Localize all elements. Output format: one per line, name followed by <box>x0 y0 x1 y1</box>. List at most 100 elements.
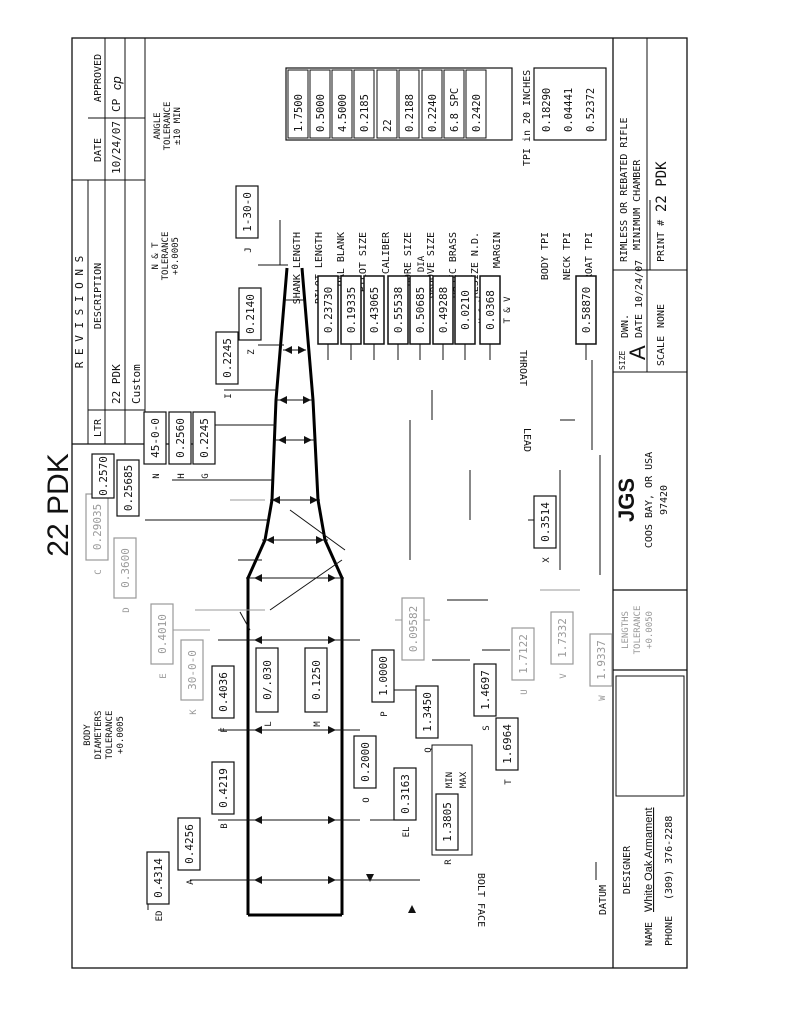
neck-value: 0.23730 <box>322 287 335 333</box>
length-value: 1.3450 <box>421 692 434 732</box>
length-value: 1.0000 <box>377 656 390 696</box>
spec-label: RESIZE N.D. <box>470 232 481 298</box>
spec-label: MARGIN <box>492 232 503 268</box>
diameter-value: 30-0-0 <box>186 650 199 690</box>
length-value: 1.4697 <box>479 670 492 710</box>
diameter-value-box <box>150 603 174 665</box>
spec-value-box <box>443 69 465 139</box>
diameter-value: 0.4219 <box>217 768 230 808</box>
chamber-desc-line2: MINIMUM CHAMBER <box>632 159 643 250</box>
diameter-letter: J <box>244 247 254 252</box>
spec-value-box <box>309 69 331 139</box>
diameter-callout: 45-0-0N <box>143 411 167 479</box>
spec-label: GROOVE SIZE <box>426 232 437 298</box>
body-tol-line3: TOLERANCE <box>105 711 115 760</box>
length-value-box <box>435 793 459 851</box>
dwn-label: DWN. <box>620 314 631 338</box>
neck-callout: 0.23730 <box>317 275 339 360</box>
length-value: 1.3805 <box>441 802 454 842</box>
length-letter: P <box>380 711 390 717</box>
diameter-value-box <box>113 537 137 599</box>
nt-tolerance-note: N & T TOLERANCE +0.0005 <box>151 232 181 281</box>
body-tol-line1: BODY <box>83 724 93 746</box>
spec-label: BORE SIZE <box>403 232 414 286</box>
spec-label: SHANK LENGTH <box>292 232 303 304</box>
diameter-letter: I <box>224 393 234 398</box>
revisions-block: R E V I S I O N S LTR DESCRIPTION DATE A… <box>72 38 200 445</box>
approved-initials-signature: cp <box>109 76 124 90</box>
diameter-value-box <box>168 411 192 465</box>
diameter-value: 1-30-0 <box>241 192 254 232</box>
diameter-value-box <box>211 665 235 719</box>
diameter-letter: H <box>177 473 187 478</box>
spec-value: 22 <box>382 119 394 132</box>
diameter-letter: ED <box>155 911 165 922</box>
dimension-arrowheads <box>254 346 416 913</box>
tpi-value: 0.04441 <box>563 88 575 132</box>
neck-value: 0.43065 <box>368 287 381 333</box>
diameter-letter: C <box>94 569 104 574</box>
neck-value: 0.0210 <box>459 290 472 330</box>
angle-tol-line3: ±10 MIN <box>173 107 183 145</box>
diameter-value-box <box>235 185 259 239</box>
length-value-box <box>550 611 574 665</box>
diameter-value: 0.2245 <box>221 338 234 378</box>
designer-name-label: NAME <box>644 922 655 946</box>
rev-row1-approved: CP <box>110 98 123 112</box>
spec-label: PILOT LENGTH <box>314 232 325 304</box>
print-value: 22 PDK <box>654 161 670 212</box>
dimension-callouts: 0.4314ED0.4256A0.4219B0.4036F0.4010E0.36… <box>85 185 613 922</box>
length-letter: X <box>542 557 552 563</box>
length-letter: T <box>504 779 514 785</box>
diameter-value: 0.1250 <box>310 660 323 700</box>
throat-label: THROAT <box>517 350 528 386</box>
diameter-letter: E <box>159 673 169 678</box>
rev-row2-desc: Custom <box>130 364 143 404</box>
diameter-value-box <box>177 817 201 871</box>
date-label: DATE <box>634 314 645 338</box>
diameter-letter: D <box>122 607 132 612</box>
diameter-value: 0.4314 <box>152 858 165 898</box>
diameter-value: 0.4036 <box>217 672 230 712</box>
dimension-leaders <box>145 220 601 910</box>
diameter-letter: F <box>220 727 230 732</box>
spec-value-box <box>398 69 420 139</box>
lengths-tol-line1: LENGTHS <box>621 611 631 649</box>
tpi-value: 0.18290 <box>541 88 553 132</box>
tpi-label: THROAT TPI <box>584 232 595 292</box>
diameter-value-box <box>146 851 170 905</box>
diameter-value: 0.25685 <box>122 465 135 511</box>
diameter-callout: 1-30-0J <box>235 185 259 253</box>
designer-phone-label: PHONE <box>664 916 675 946</box>
bolt-face-label: BOLT FACE <box>475 873 486 927</box>
lengths-tol-line3: +0.0050 <box>645 611 655 649</box>
diameter-value-box <box>211 761 235 815</box>
diameter-value-box <box>238 287 262 341</box>
designer-phone: (309) 376-2288 <box>664 816 675 900</box>
length-value-box <box>415 685 439 739</box>
diameter-value-box <box>192 411 216 465</box>
neck-value: 0.19335 <box>345 287 358 333</box>
neck-value: 0.55538 <box>392 287 405 333</box>
neck-value: 0.0368 <box>484 290 497 330</box>
diameter-value: 0.4010 <box>156 614 169 654</box>
tpi-heading: TPI in 20 INCHES <box>522 70 533 166</box>
spec-value-box <box>421 69 443 139</box>
diameter-callout: 30-0-0K <box>180 639 204 715</box>
length-value: 0.2000 <box>359 742 372 782</box>
length-value: 1.7332 <box>556 618 569 658</box>
drawing-title: 22 PDK <box>42 453 75 556</box>
spec-value-box <box>376 69 398 139</box>
length-letter: Q <box>424 747 434 752</box>
nt-tol-line3: +0.0005 <box>171 237 181 275</box>
spec-value: 0.2240 <box>427 94 439 132</box>
lead-label: LEAD <box>521 428 532 452</box>
